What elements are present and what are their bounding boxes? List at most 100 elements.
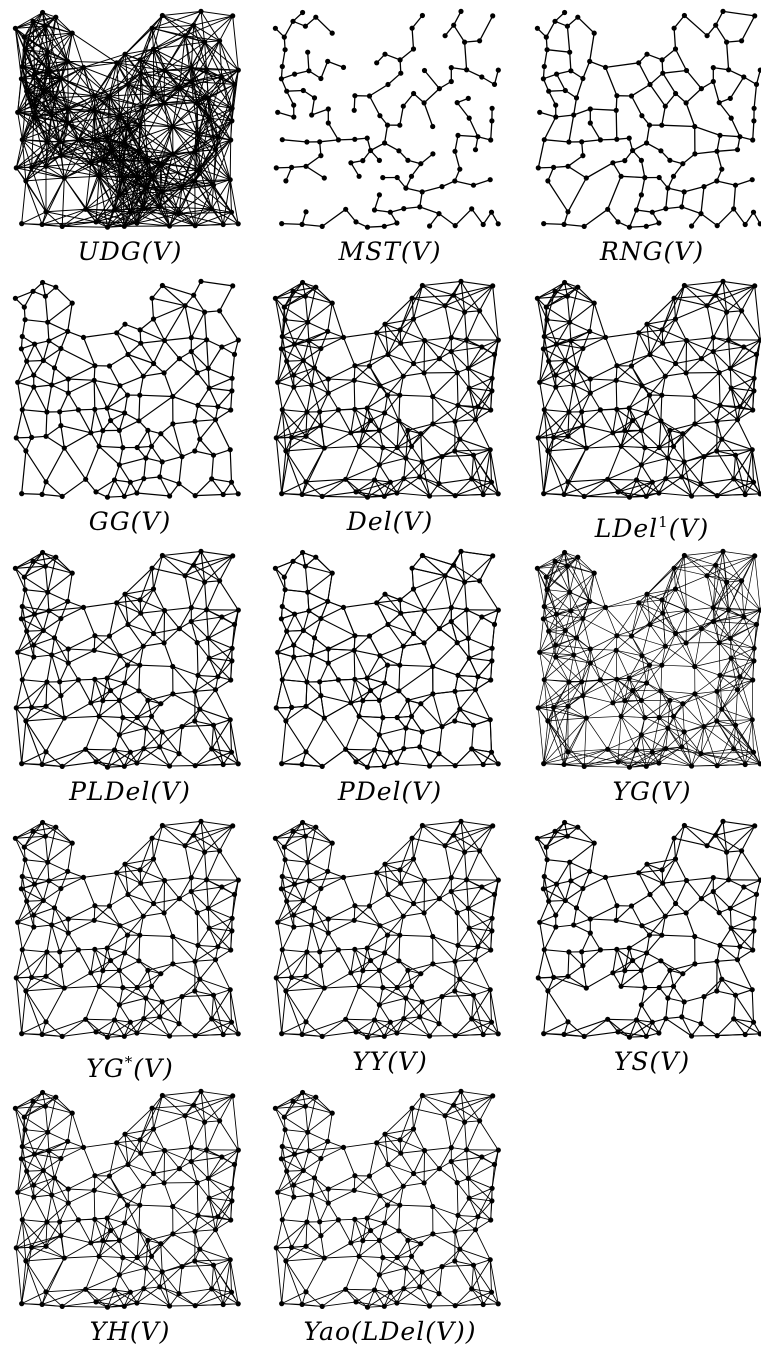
- graph-node: [495, 221, 501, 227]
- graph-node: [639, 113, 645, 119]
- graph-edge: [285, 705, 307, 722]
- graph-edge: [145, 457, 163, 463]
- graph-edge: [739, 676, 753, 721]
- graph-edge: [327, 122, 340, 141]
- graph-edge: [378, 690, 400, 701]
- graph-edge: [366, 385, 381, 409]
- graph-node: [663, 476, 669, 482]
- graph-edge: [327, 600, 345, 608]
- graph-node: [281, 34, 287, 40]
- graph-edge: [77, 139, 92, 164]
- graph-edge: [631, 602, 640, 637]
- graph-edge: [567, 165, 587, 179]
- graph-edge: [67, 662, 79, 681]
- graph-node: [551, 434, 557, 440]
- graph-edge: [378, 429, 398, 449]
- graph-node: [377, 383, 383, 389]
- graph-edge: [410, 715, 423, 733]
- graph-edge: [730, 377, 755, 389]
- graph-edge: [207, 616, 223, 639]
- graph-edge: [139, 35, 186, 61]
- graph-node: [719, 436, 725, 442]
- graph-edge: [211, 208, 232, 213]
- graph-edge: [492, 285, 499, 341]
- graph-edge: [98, 700, 104, 717]
- graph-node: [411, 630, 417, 637]
- graph-edge: [353, 649, 381, 657]
- graph-edge: [48, 606, 85, 612]
- graph-edge: [26, 343, 36, 362]
- graph-edge: [194, 478, 213, 497]
- graph-edge: [737, 689, 753, 721]
- graph-edge: [124, 323, 141, 331]
- graph-edge: [662, 588, 676, 614]
- graph-node: [543, 34, 549, 40]
- graph-node: [749, 717, 755, 723]
- graph-node: [660, 340, 666, 346]
- graph-node: [665, 455, 671, 461]
- graph-edge: [59, 141, 65, 179]
- graph-node: [401, 746, 407, 752]
- graph-node: [602, 604, 609, 610]
- graph-edge: [444, 575, 452, 609]
- graph-edge: [453, 10, 462, 26]
- graph-node: [114, 60, 120, 66]
- graph-edge: [537, 707, 569, 753]
- graph-node: [230, 283, 236, 289]
- graph-node: [734, 687, 741, 693]
- graph-node: [681, 282, 687, 289]
- graph-edge: [665, 187, 669, 210]
- graph-edge: [319, 409, 339, 413]
- graph-node: [737, 674, 743, 680]
- graph-edge: [25, 717, 65, 722]
- graph-node: [714, 718, 720, 724]
- graph-node: [179, 724, 185, 730]
- graph-node: [732, 452, 739, 458]
- graph-edge: [569, 302, 595, 323]
- graph-edge: [373, 209, 391, 213]
- graph-edge: [454, 404, 459, 422]
- graph-edge: [589, 648, 601, 681]
- graph-edge: [589, 365, 618, 380]
- graph-edge: [607, 748, 630, 768]
- graph-node: [757, 221, 761, 227]
- graph-node: [197, 706, 203, 712]
- graph-edge: [396, 762, 431, 767]
- graph-edge: [197, 674, 217, 691]
- graph-edge: [45, 681, 48, 707]
- graph-edge: [194, 134, 199, 182]
- graph-edge: [350, 408, 356, 434]
- graph-node: [454, 640, 460, 646]
- graph-node: [161, 100, 167, 106]
- graph-node: [452, 223, 458, 229]
- graph-edge: [118, 142, 126, 161]
- graph-edge: [583, 495, 631, 498]
- graph-node: [75, 407, 81, 413]
- graph-node: [24, 358, 30, 364]
- graph-node: [343, 746, 349, 752]
- graph-edge: [743, 555, 756, 618]
- graph-edge: [563, 705, 569, 765]
- graph-node: [535, 165, 541, 171]
- graph-edges: [274, 550, 499, 768]
- graph-edge: [275, 707, 287, 722]
- graph-pldel: [12, 548, 241, 770]
- graph-edge: [139, 394, 174, 398]
- graph-nodes: [534, 548, 761, 770]
- graph-edge: [631, 612, 664, 637]
- graph-node: [291, 102, 297, 108]
- graph-edge: [712, 607, 720, 643]
- graph-nodes: [534, 278, 761, 500]
- graph-edge: [612, 678, 618, 704]
- graph-node: [737, 134, 743, 140]
- graph-edge: [208, 76, 223, 119]
- graph-node: [127, 479, 133, 485]
- graph-edge: [197, 134, 232, 141]
- graph-node: [717, 132, 723, 138]
- graph-edge: [620, 445, 646, 449]
- graph-edge: [67, 572, 73, 602]
- graph-node: [436, 211, 442, 217]
- graph-edge: [420, 433, 423, 463]
- graph-node: [628, 363, 635, 369]
- graph-edge: [683, 731, 702, 754]
